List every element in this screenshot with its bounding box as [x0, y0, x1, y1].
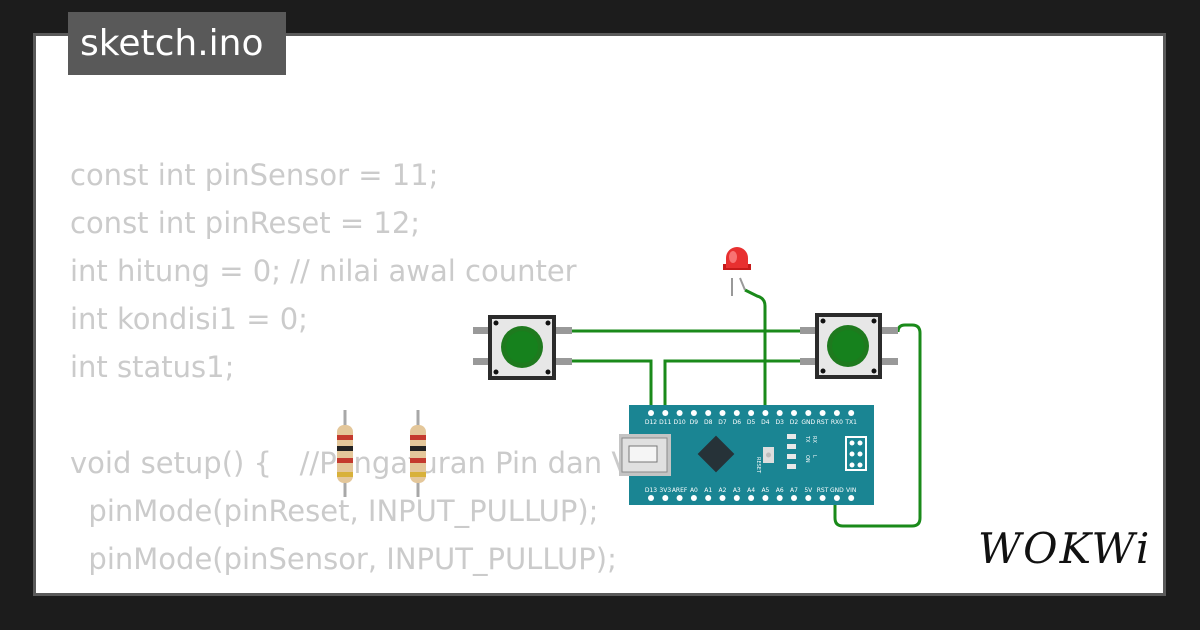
pin-label-a3: A3	[733, 487, 741, 494]
usb-port	[619, 434, 671, 476]
pin-hole-d2[interactable]	[791, 410, 797, 416]
wires	[572, 288, 922, 528]
pin-hole-a0[interactable]	[690, 495, 697, 501]
pin-hole-vin[interactable]	[848, 495, 855, 501]
pushbutton-1[interactable]	[473, 315, 572, 380]
pin-label-d11: D11	[659, 419, 671, 426]
resistor-2[interactable]	[410, 410, 426, 497]
resistor-1[interactable]	[337, 410, 353, 497]
pin-label-d8: D8	[704, 419, 713, 426]
pin-hole-tx1[interactable]	[848, 410, 855, 416]
pin-hole-a3[interactable]	[733, 495, 740, 501]
code-line: int kondisi1 = 0;	[70, 302, 308, 336]
pin-hole-d3[interactable]	[776, 410, 783, 416]
status-leds	[787, 434, 796, 469]
code-line: pinMode(pinReset, INPUT_PULLUP);	[70, 494, 599, 528]
pin-label-5v: 5V	[804, 487, 813, 494]
code-line: int hitung = 0; // nilai awal counter	[70, 254, 577, 288]
code-line: const int pinSensor = 11;	[70, 158, 439, 192]
pin-label-d7: D7	[718, 419, 727, 426]
icsp-header	[845, 436, 867, 471]
code-line: pinMode(pinSensor, INPUT_PULLUP);	[70, 542, 617, 576]
file-tab[interactable]: sketch.ino	[68, 12, 286, 75]
pin-hole-d9[interactable]	[690, 410, 697, 416]
pin-hole-a6[interactable]	[776, 495, 783, 501]
pin-label-aref: AREF	[672, 487, 688, 494]
top-pin-holes	[648, 410, 855, 416]
pin-label-3v3: 3V3	[659, 487, 671, 494]
pin-label-d2: D2	[790, 419, 799, 426]
pin-hole-d8[interactable]	[705, 410, 712, 416]
pin-label-vin: VIN	[846, 487, 856, 494]
pin-hole-a4[interactable]	[748, 495, 755, 501]
pin-hole-d12[interactable]	[648, 410, 654, 416]
wokwi-logo: WOKWi	[978, 524, 1152, 573]
pin-label-d9: D9	[690, 419, 699, 426]
wire-button2-to-d11	[663, 359, 800, 413]
pin-label-a6: A6	[776, 487, 784, 494]
pin-hole-d4[interactable]	[762, 410, 769, 416]
pin-hole-d5[interactable]	[748, 410, 755, 416]
microcontroller-chip	[697, 435, 735, 473]
pin-label-rx0: RX0	[831, 419, 843, 426]
pin-hole-d6[interactable]	[733, 410, 740, 416]
wire-button2-to-gnd	[833, 323, 922, 528]
pin-hole-rx0[interactable]	[833, 410, 840, 416]
pin-hole-5v[interactable]	[805, 495, 812, 501]
code-line: digitalWrite(pinReset, HIGH);	[70, 590, 506, 593]
pin-label-d6: D6	[733, 419, 742, 426]
tx-label: TX	[804, 435, 810, 443]
reset-label: RESET	[755, 457, 761, 474]
editor-panel: const int pinSensor = 11; const int pinR…	[33, 33, 1166, 596]
pin-hole-rst[interactable]	[819, 495, 826, 501]
pin-hole-a7[interactable]	[791, 495, 797, 501]
code-line: int status1;	[70, 350, 235, 384]
pin-hole-d13[interactable]	[648, 495, 654, 501]
pin-label-a7: A7	[790, 487, 798, 494]
pin-label-tx1: TX1	[844, 419, 857, 426]
pin-label-d13: D13	[645, 487, 657, 494]
pin-label-d4: D4	[761, 419, 770, 426]
pin-label-rst: RST	[817, 419, 829, 426]
pin-label-d12: D12	[645, 419, 657, 426]
wire-button1-to-d12	[572, 359, 653, 413]
rx-label: RX	[811, 436, 817, 443]
bottom-pin-holes	[648, 495, 855, 501]
pin-label-a4: A4	[747, 487, 755, 494]
pin-hole-a1[interactable]	[705, 495, 712, 501]
wire-led-to-d4	[744, 288, 767, 413]
pin-hole-d10[interactable]	[676, 410, 683, 416]
pin-label-gnd: GND	[830, 487, 844, 494]
pin-hole-d7[interactable]	[719, 410, 726, 416]
code-line: const int pinReset = 12;	[70, 206, 421, 240]
pin-hole-d11[interactable]	[662, 410, 669, 416]
pin-label-d10: D10	[673, 419, 685, 426]
pin-label-d5: D5	[747, 419, 756, 426]
pin-label-a2: A2	[719, 487, 727, 494]
on-label: ON	[804, 455, 810, 463]
pin-label-a5: A5	[761, 487, 769, 494]
code-editor[interactable]: const int pinSensor = 11; const int pinR…	[70, 151, 729, 593]
pin-hole-3v3[interactable]	[662, 495, 669, 501]
pin-hole-a5[interactable]	[762, 495, 769, 501]
pin-hole-rst[interactable]	[819, 410, 826, 416]
l-label: L	[811, 455, 817, 458]
pin-hole-gnd[interactable]	[805, 410, 812, 416]
pin-label-d3: D3	[775, 419, 784, 426]
pin-label-a0: A0	[690, 487, 698, 494]
pin-hole-aref[interactable]	[676, 495, 683, 501]
pin-hole-a2[interactable]	[719, 495, 726, 501]
pushbutton-2[interactable]	[800, 313, 898, 379]
pin-hole-gnd[interactable]	[833, 495, 840, 501]
pin-label-rst: RST	[817, 487, 829, 494]
pin-label-gnd: GND	[801, 419, 815, 426]
pin-label-a1: A1	[704, 487, 712, 494]
red-led[interactable]	[723, 247, 751, 296]
